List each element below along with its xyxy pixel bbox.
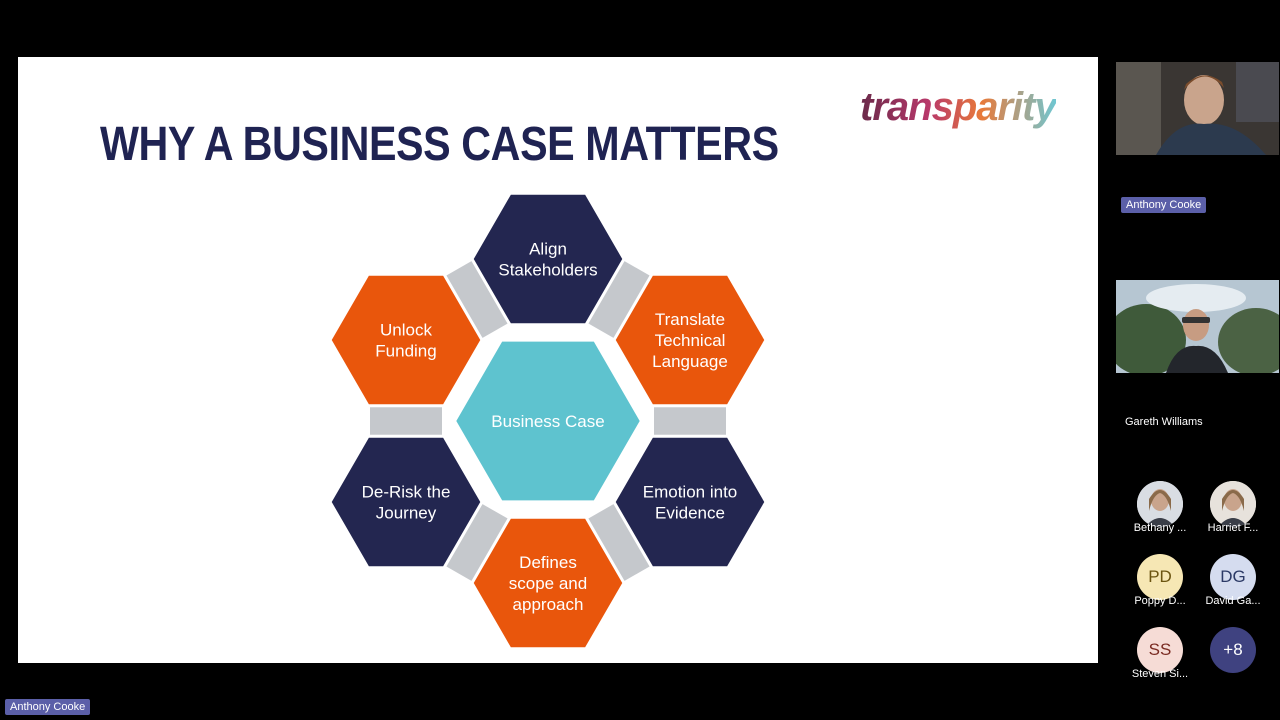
hex-connector [578,498,660,587]
hexagon-label: Emotion into [643,483,738,502]
avatar-initials: SS [1148,640,1172,659]
participant-avatar-name: Harriet F... [1207,522,1259,534]
participant-avatar[interactable]: DG [1210,554,1256,600]
slide-title: WHY A BUSINESS CASE MATTERS [100,118,779,171]
hexagon-label: scope and [509,574,587,593]
hexagon-label: Unlock [380,321,432,340]
hexagon-label: Technical [655,331,726,350]
participant-avatar[interactable]: PD [1137,554,1183,600]
participant-avatar-photo[interactable] [1137,481,1183,527]
more-participants-button[interactable]: +8 [1210,627,1256,673]
avatar-initials: PD [1148,567,1172,586]
participant-video-tile[interactable] [1116,62,1279,155]
hexagon-label: Evidence [655,504,725,523]
business-case-hexagon-diagram: AlignStakeholdersTranslateTechnicalLangu… [328,191,768,651]
hexagon-label: Align [529,240,567,259]
center-hexagon [451,337,645,505]
participant-avatar[interactable]: SS [1137,627,1183,673]
hexagon-label: Journey [376,504,437,523]
hexagon-label: Stakeholders [498,261,597,280]
hex-connector [654,395,726,447]
avatar-initials: DG [1220,567,1246,586]
participant-avatar-name: Steven Si... [1131,668,1189,680]
participant-avatar-name: Bethany ... [1133,522,1187,534]
avatar-initials: +8 [1223,640,1243,659]
participant-name-tag: Anthony Cooke [1121,197,1207,213]
hex-connector [578,255,660,344]
participant-avatar-photo[interactable] [1210,481,1256,527]
hexagon-shape [328,434,484,570]
hex-connector [436,498,518,587]
hexagon-shape [328,272,484,408]
participant-video-feed [1116,62,1279,155]
hexagon-label: approach [513,595,584,614]
participant-avatar-name: Poppy D... [1134,595,1186,607]
hexagon-label: De-Risk the [362,483,451,502]
shared-slide: WHY A BUSINESS CASE MATTERS transparity … [18,57,1098,663]
hexagon-label: Funding [375,342,436,361]
hexagon-shape [470,191,626,327]
hexagon-shape [470,515,626,651]
hex-connector [436,255,518,344]
hexagon-shape [612,272,768,408]
hexagon-shape [612,434,768,570]
presenter-name-tag: Anthony Cooke [5,699,91,715]
participant-video-feed [1116,280,1279,373]
hexagon-defines: Defines scope and approach [470,515,626,651]
hex-connector [370,395,442,447]
participant-name: Gareth Williams [1125,416,1203,428]
avatar-photo [1210,481,1256,527]
participant-avatar-name: David Ga... [1205,595,1261,607]
participant-video-tile[interactable] [1116,280,1279,373]
hexagon-label: Defines [519,553,577,572]
hexagon-label: Translate [655,310,725,329]
center-hexagon-label: Business Case [491,412,604,431]
hexagon-label: Language [652,352,728,371]
transparity-logo: transparity [860,85,1057,129]
avatar-photo [1137,481,1183,527]
